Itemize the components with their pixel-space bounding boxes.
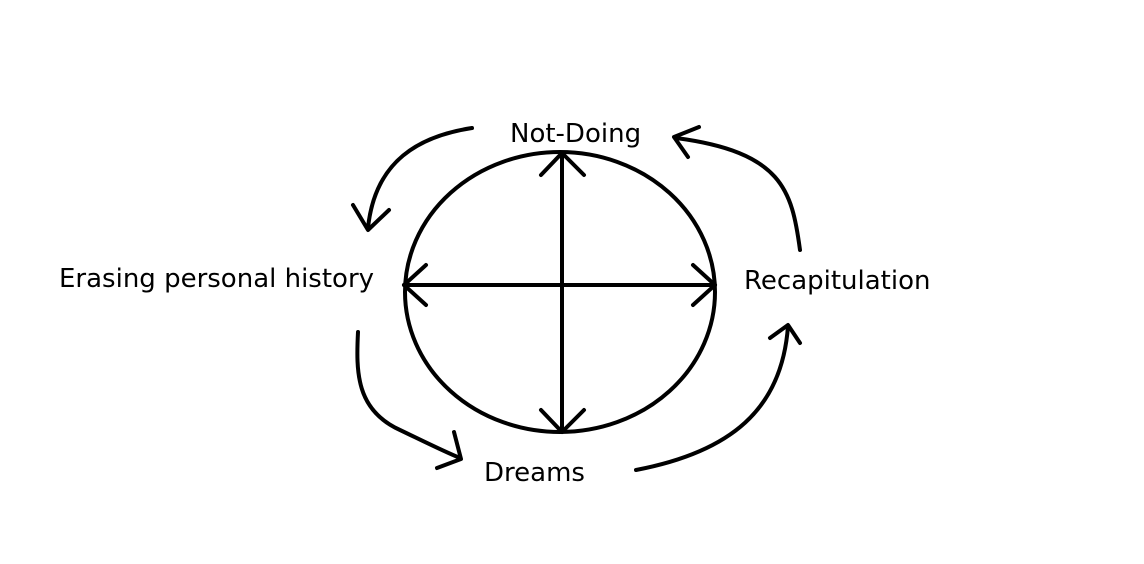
arrowhead-top-left [351,203,391,232]
curve-bottom-right [634,324,790,472]
label-erasing-personal-history: Erasing personal history [59,264,375,294]
label-recapitulation: Recapitulation [744,266,931,296]
curve-top-left [366,126,474,230]
label-dreams: Dreams [484,458,585,488]
arrowhead-bottom-right [768,323,802,345]
label-not-doing: Not-Doing [510,119,642,149]
curved-arrow-bottom-right [634,323,802,472]
curve-top-right [674,136,802,252]
vertical-double-arrow [539,151,586,434]
curved-arrow-top-right [672,125,802,252]
curved-arrow-bottom-left [355,330,463,470]
curve-bottom-left [355,330,462,460]
curved-arrow-top-left [351,126,474,232]
horizontal-double-arrow [402,263,717,307]
arrowhead-up [539,151,586,177]
arrowhead-bottom-left [435,430,463,470]
arrowhead-left [402,263,428,307]
arrowhead-right [691,263,717,307]
arrowhead-top-right [672,125,701,159]
arrowhead-down [539,408,586,434]
